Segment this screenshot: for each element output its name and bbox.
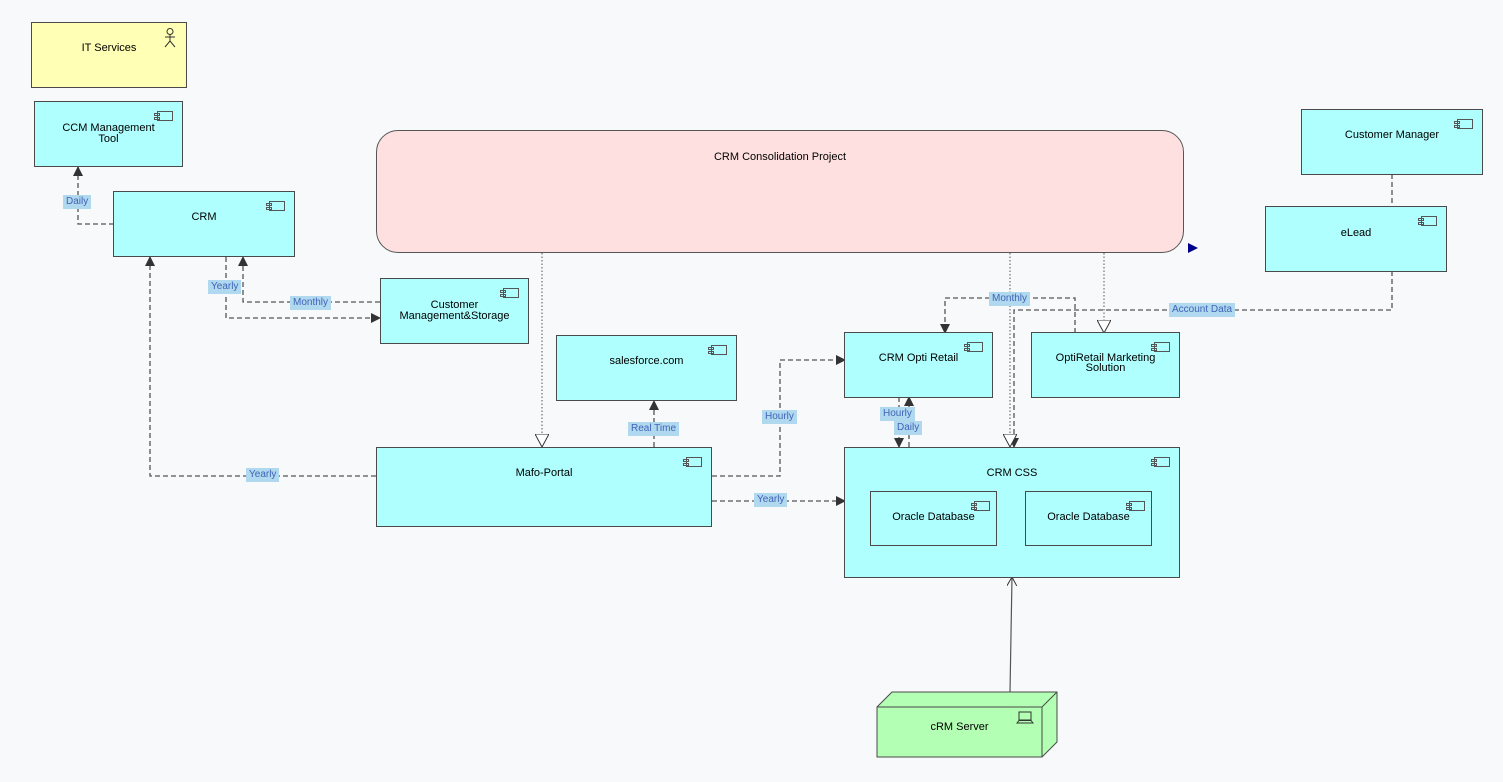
optiretail-marketing-solution-label-1: OptiRetail Marketing — [1055, 352, 1156, 364]
elead-node[interactable]: eLead — [1265, 206, 1447, 272]
customer-management-storage-node[interactable]: Customer Management&Storage — [380, 278, 529, 344]
component-icon — [708, 345, 727, 355]
edge-mafo-to-opti — [712, 355, 846, 477]
edge-mafo-to-crm — [145, 256, 376, 477]
edge-label-account-data: Account Data — [1169, 303, 1236, 317]
edge-label-yearly-mafo-css: Yearly — [754, 493, 788, 507]
ccm-management-tool-label-2: Tool — [98, 133, 119, 145]
component-icon — [1151, 342, 1170, 352]
component-icon — [154, 111, 173, 121]
mafo-portal-node[interactable]: Mafo-Portal — [376, 447, 712, 527]
edge-label-real-time: Real Time — [628, 422, 680, 436]
salesforce-label: salesforce.com — [609, 355, 684, 367]
it-services-node[interactable]: IT Services — [31, 22, 187, 88]
optiretail-marketing-solution-label-2: Solution — [1085, 362, 1126, 374]
edge-label-daily-ccm: Daily — [63, 195, 92, 209]
crm-server-node[interactable]: cRM Server — [877, 707, 1042, 757]
edge-label-yearly-mafo-crm: Yearly — [246, 468, 280, 482]
it-services-label: IT Services — [81, 42, 137, 54]
oracle-database-label-2: Oracle Database — [1047, 511, 1130, 523]
edge-label-yearly-crm-cms: Yearly — [208, 280, 242, 294]
edge-crm-to-ccm — [73, 166, 114, 225]
edge-crm-to-cms — [225, 257, 381, 323]
crm-server-label: cRM Server — [930, 721, 989, 733]
component-icon — [1418, 216, 1437, 226]
crm-consolidation-project-node[interactable]: CRM Consolidation Project — [376, 130, 1184, 253]
crm-server-node-shape — [876, 691, 1058, 758]
device-icon — [1016, 711, 1034, 724]
edge-label-hourly-opti-css: Hourly — [880, 407, 915, 421]
crm-node[interactable]: CRM — [113, 191, 295, 257]
salesforce-node[interactable]: salesforce.com — [556, 335, 737, 401]
ccm-management-tool-label-1: CCM Management — [62, 122, 155, 134]
oracle-database-label-1: Oracle Database — [892, 511, 975, 523]
crm-opti-retail-node[interactable]: CRM Opti Retail — [844, 332, 993, 398]
oracle-database-node-2[interactable]: Oracle Database — [1025, 491, 1152, 546]
edge-cms-to-crm — [238, 256, 380, 303]
edge-server-to-css — [1010, 577, 1012, 693]
component-icon — [500, 288, 519, 298]
customer-management-storage-label-2: Management&Storage — [399, 310, 510, 322]
crm-consolidation-project-label: CRM Consolidation Project — [713, 151, 847, 163]
customer-manager-label: Customer Manager — [1344, 129, 1440, 141]
component-icon — [1151, 457, 1170, 467]
crm-opti-retail-label: CRM Opti Retail — [878, 352, 959, 364]
edge-label-monthly-cms-crm: Monthly — [290, 296, 332, 310]
mafo-portal-label: Mafo-Portal — [515, 467, 573, 479]
triangle-marker-icon — [1188, 243, 1198, 253]
component-icon — [1454, 119, 1473, 129]
crm-css-node[interactable]: CRM CSS Oracle Database Oracle Database — [844, 447, 1180, 578]
component-icon — [266, 201, 285, 211]
edge-label-hourly-mafo-opti: Hourly — [762, 410, 797, 424]
optiretail-marketing-solution-node[interactable]: OptiRetail Marketing Solution — [1031, 332, 1180, 398]
actor-icon — [164, 28, 176, 48]
component-icon — [971, 501, 990, 511]
component-icon — [683, 457, 702, 467]
ccm-management-tool-node[interactable]: CCM Management Tool — [34, 101, 183, 167]
elead-label: eLead — [1340, 227, 1372, 239]
crm-css-label: CRM CSS — [986, 467, 1038, 479]
component-icon — [964, 342, 983, 352]
customer-manager-node[interactable]: Customer Manager — [1301, 109, 1483, 175]
edge-label-monthly-optiretail: Monthly — [989, 292, 1031, 306]
oracle-database-node-1[interactable]: Oracle Database — [870, 491, 997, 546]
customer-management-storage-label-1: Customer — [430, 299, 479, 311]
edge-label-daily-css-opti: Daily — [894, 421, 923, 435]
component-icon — [1126, 501, 1145, 511]
crm-label: CRM — [191, 211, 217, 223]
